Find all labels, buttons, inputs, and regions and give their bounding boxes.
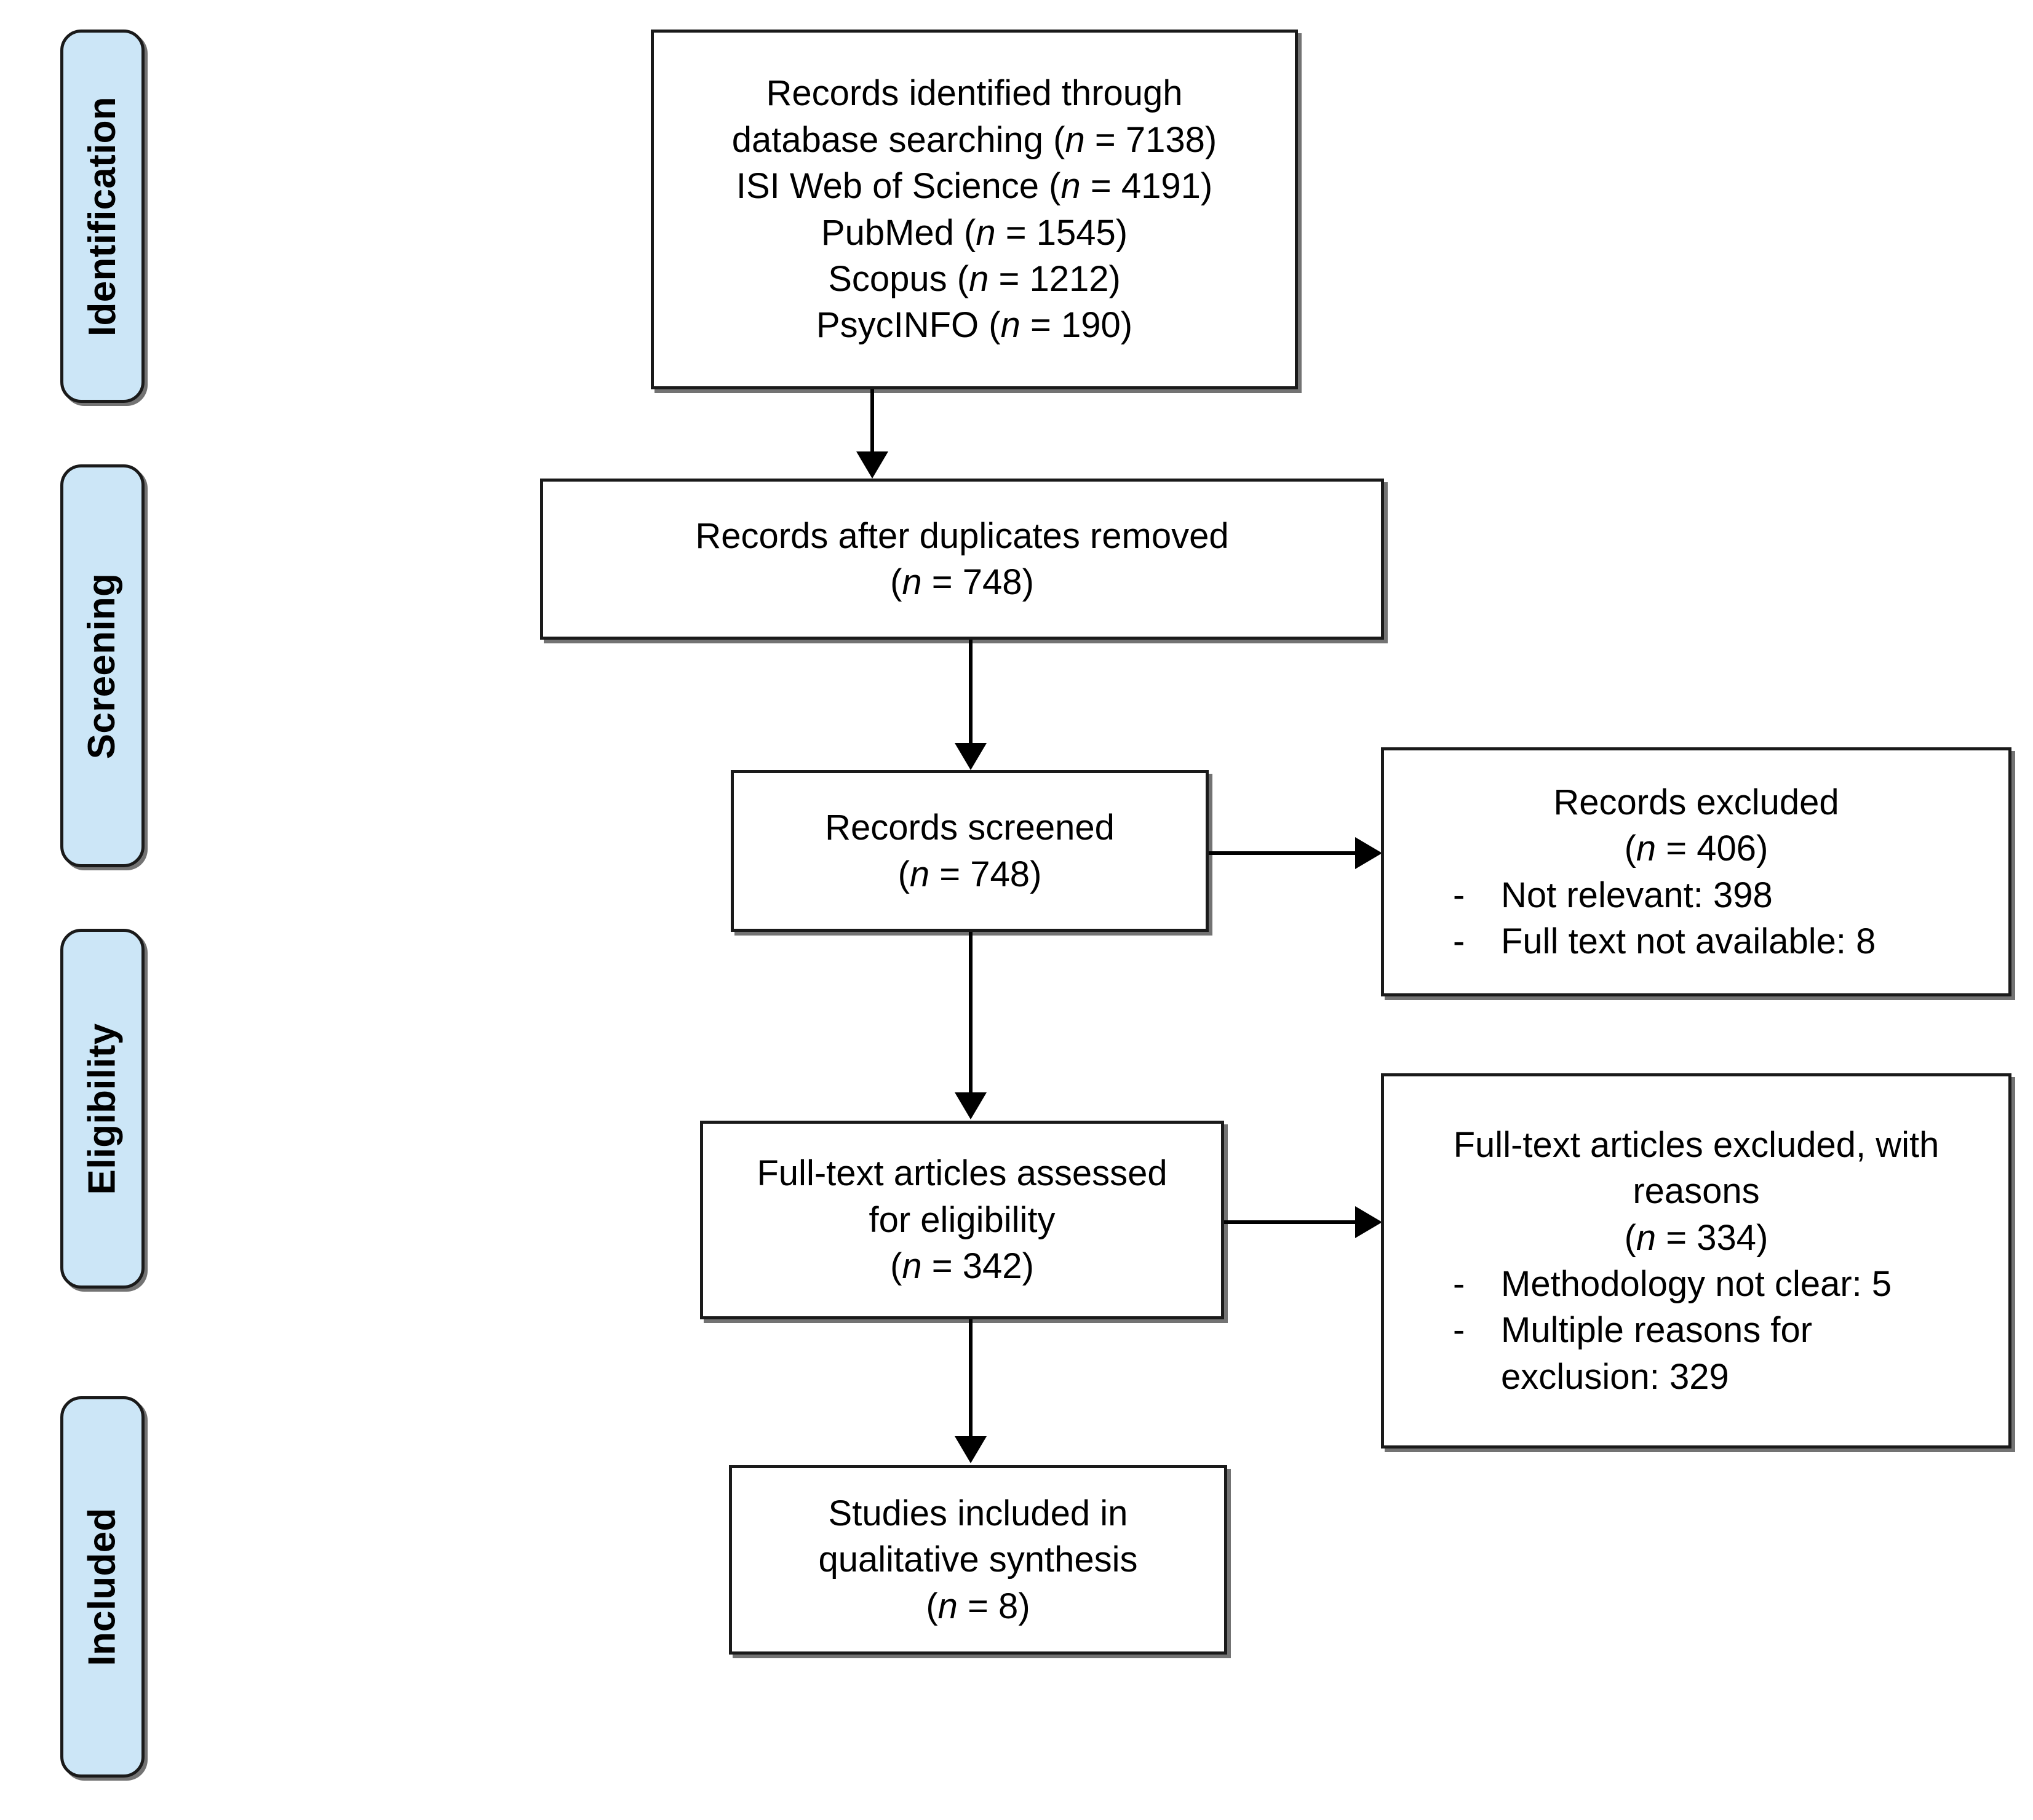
bullet-dash-icon: -: [1453, 921, 1465, 961]
records-excluded-reason-1: - Not relevant: 398: [1400, 872, 1992, 918]
records-screened-line-1: Records screened: [825, 808, 1115, 848]
fulltext-excluded-reason-2-cont: exclusion: 329: [1400, 1354, 1992, 1400]
arrow-identified-to-duplicates: [856, 451, 888, 479]
records-excluded-reason-2: - Full text not available: 8: [1400, 918, 1992, 964]
fulltext-excluded-reason-2-text: Multiple reasons for: [1501, 1310, 1813, 1351]
studies-included-line-1: Studies included in: [828, 1493, 1128, 1533]
fulltext-excluded-heading-line-1: Full-text articles excluded, with: [1453, 1124, 1940, 1165]
records-screened-line-2: (n = 748): [897, 854, 1042, 894]
records-identified-line-6: PsycINFO (n = 190): [816, 305, 1133, 346]
studies-included-line-3: (n = 8): [926, 1586, 1030, 1626]
fulltext-excluded-reason-2: - Multiple reasons for: [1400, 1307, 1992, 1353]
fulltext-excluded-reason-1-text: Methodology not clear: 5: [1501, 1264, 1892, 1304]
connector-fulltext-to-included: [969, 1319, 973, 1437]
connector-screened-to-excluded: [1209, 851, 1356, 855]
duplicates-removed-line-2: (n = 748): [890, 562, 1034, 602]
bullet-dash-icon: -: [1453, 1264, 1465, 1304]
records-identified-line-1: Records identified through: [766, 73, 1183, 114]
records-identified-line-3: ISI Web of Science (n = 4191): [736, 166, 1213, 207]
box-records-excluded: Records excluded (n = 406) - Not relevan…: [1381, 747, 2011, 996]
fulltext-excluded-heading-line-2: reasons: [1633, 1171, 1760, 1212]
connector-duplicates-to-screened: [969, 640, 973, 744]
bullet-dash-icon: -: [1453, 875, 1465, 915]
arrow-duplicates-to-screened: [955, 743, 987, 770]
records-excluded-reason-2-text: Full text not available: 8: [1501, 921, 1876, 961]
box-fulltext-excluded: Full-text articles excluded, with reason…: [1381, 1073, 2011, 1448]
studies-included-line-2: qualitative synthesis: [818, 1540, 1138, 1580]
fulltext-assessed-line-3: (n = 342): [890, 1246, 1034, 1287]
box-records-screened: Records screened (n = 748): [731, 770, 1209, 932]
bullet-dash-icon: -: [1453, 1310, 1465, 1351]
records-excluded-heading: Records excluded: [1553, 782, 1839, 822]
stage-pill-screening: Screening: [60, 464, 145, 867]
connector-fulltext-to-excluded: [1224, 1220, 1356, 1224]
arrow-screened-to-fulltext: [955, 1092, 987, 1119]
stage-pill-included: Included: [60, 1396, 145, 1778]
box-fulltext-assessed: Full-text articles assessed for eligibil…: [700, 1121, 1224, 1319]
fulltext-excluded-reason-1: - Methodology not clear: 5: [1400, 1261, 1992, 1307]
records-identified-line-2: database searching (n = 7138): [731, 119, 1217, 160]
duplicates-removed-line-1: Records after duplicates removed: [695, 515, 1229, 556]
stage-pill-eligibility: Eligibility: [60, 929, 145, 1289]
stage-label-screening: Screening: [81, 573, 124, 759]
stage-label-identification: Identification: [81, 96, 124, 336]
connector-screened-to-fulltext: [969, 932, 973, 1094]
stage-label-eligibility: Eligibility: [81, 1023, 124, 1194]
box-duplicates-removed: Records after duplicates removed (n = 74…: [540, 479, 1384, 640]
fulltext-assessed-line-1: Full-text articles assessed: [757, 1153, 1168, 1194]
records-identified-line-5: Scopus (n = 1212): [828, 258, 1121, 299]
fulltext-excluded-count: (n = 334): [1624, 1217, 1768, 1258]
arrow-fulltext-to-excluded: [1355, 1206, 1382, 1238]
box-records-identified: Records identified through database sear…: [651, 30, 1298, 389]
stage-pill-identification: Identification: [60, 30, 145, 403]
arrow-screened-to-excluded: [1355, 837, 1382, 869]
fulltext-excluded-reason-2-cont-text: exclusion: 329: [1501, 1356, 1729, 1397]
records-excluded-count: (n = 406): [1624, 829, 1768, 869]
box-studies-included: Studies included in qualitative synthesi…: [729, 1465, 1227, 1655]
arrow-fulltext-to-included: [955, 1436, 987, 1463]
stage-label-included: Included: [81, 1508, 124, 1666]
records-excluded-reason-1-text: Not relevant: 398: [1501, 875, 1773, 915]
connector-identified-to-duplicates: [870, 389, 874, 453]
fulltext-assessed-line-2: for eligibility: [869, 1199, 1056, 1240]
records-identified-line-4: PubMed (n = 1545): [821, 212, 1128, 253]
